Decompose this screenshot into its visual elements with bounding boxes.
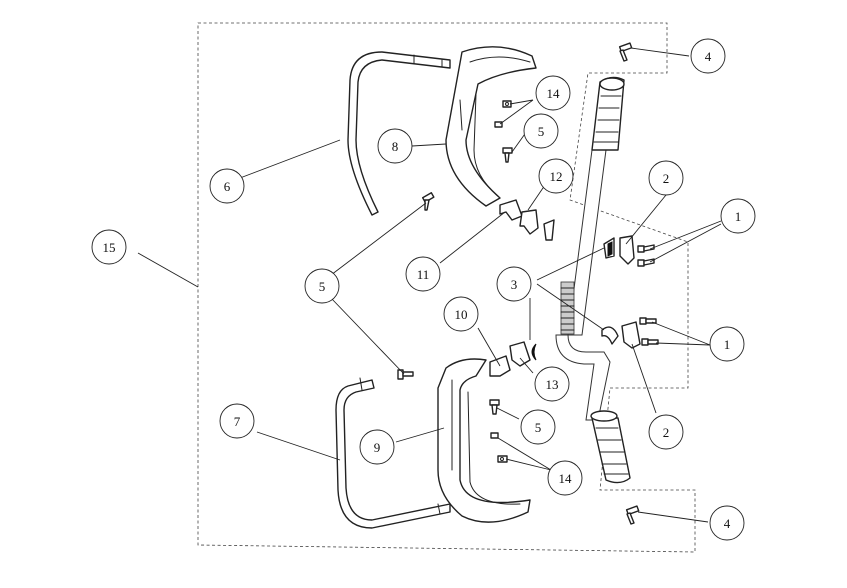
callout-label: 5 bbox=[535, 420, 542, 435]
callout-label: 14 bbox=[559, 471, 573, 486]
callout-label: 12 bbox=[550, 169, 563, 184]
handlebar bbox=[555, 76, 631, 484]
nut-14-lower-b bbox=[497, 455, 508, 463]
callout-1-upper: 1 bbox=[720, 198, 756, 234]
callout-8: 8 bbox=[377, 128, 413, 164]
callout-label: 5 bbox=[538, 124, 545, 139]
screw-1-lower-b bbox=[641, 338, 659, 346]
clip-2-lower bbox=[621, 321, 641, 349]
nut-14-upper-a bbox=[502, 100, 512, 108]
callout-label: 9 bbox=[374, 440, 381, 455]
callout-label: 6 bbox=[224, 179, 231, 194]
callout-3: 3 bbox=[496, 266, 532, 302]
screw-1-lower-a bbox=[639, 317, 657, 325]
kit-boundary bbox=[197, 22, 696, 553]
clamp-13 bbox=[509, 341, 537, 367]
screw-1-upper-b bbox=[637, 258, 655, 267]
callout-6: 6 bbox=[209, 168, 245, 204]
lower-grip bbox=[590, 410, 631, 484]
callout-11: 11 bbox=[405, 256, 441, 292]
nut-14-lower-a bbox=[490, 432, 499, 439]
callout-14-upper: 14 bbox=[535, 75, 571, 111]
screw-5-upper-left bbox=[421, 192, 435, 211]
insert-3-upper bbox=[603, 237, 615, 259]
leader-lines bbox=[137, 47, 722, 523]
insert-3-lower bbox=[601, 326, 619, 345]
guard-bar-upper bbox=[347, 51, 451, 216]
bracket-11 bbox=[499, 199, 523, 221]
callout-15: 15 bbox=[91, 229, 127, 265]
upper-grip bbox=[591, 76, 625, 151]
callout-label: 15 bbox=[103, 240, 116, 255]
callout-2-upper: 2 bbox=[648, 160, 684, 196]
callout-5-lower-right: 5 bbox=[520, 409, 556, 445]
callout-12: 12 bbox=[538, 158, 574, 194]
callout-label: 11 bbox=[417, 267, 430, 282]
callout-5-left: 5 bbox=[304, 268, 340, 304]
screw-4-lower bbox=[625, 505, 640, 525]
callout-label: 7 bbox=[234, 414, 241, 429]
screw-1-upper-a bbox=[637, 244, 655, 253]
callout-9: 9 bbox=[359, 429, 395, 465]
callout-label: 3 bbox=[511, 277, 518, 292]
screw-5-lower-left bbox=[397, 369, 414, 380]
callout-label: 4 bbox=[724, 516, 731, 531]
callout-13: 13 bbox=[534, 366, 570, 402]
hand-guard-upper bbox=[445, 46, 537, 207]
callout-4-upper: 4 bbox=[690, 38, 726, 74]
callout-label: 13 bbox=[546, 377, 559, 392]
callout-label: 8 bbox=[392, 139, 399, 154]
screw-4-upper bbox=[618, 42, 633, 62]
nut-14-upper-b bbox=[494, 121, 503, 128]
screw-5-lower-right bbox=[489, 399, 500, 415]
callout-label: 10 bbox=[455, 307, 468, 322]
callout-label: 14 bbox=[547, 86, 561, 101]
callout-label: 1 bbox=[735, 209, 742, 224]
callout-label: 2 bbox=[663, 171, 670, 186]
callout-5-upper-right: 5 bbox=[523, 113, 559, 149]
callout-label: 2 bbox=[663, 425, 670, 440]
callout-4-lower: 4 bbox=[709, 505, 745, 541]
screw-5-upper-right bbox=[502, 147, 513, 163]
callout-2-lower: 2 bbox=[648, 414, 684, 450]
callout-7: 7 bbox=[219, 403, 255, 439]
clip-2-upper bbox=[619, 235, 635, 265]
handlebar-knurl bbox=[560, 281, 575, 335]
callout-14-lower: 14 bbox=[547, 460, 583, 496]
clamp-12 bbox=[519, 209, 555, 241]
callout-label: 1 bbox=[724, 337, 731, 352]
callout-label: 4 bbox=[705, 49, 712, 64]
callout-10: 10 bbox=[443, 296, 479, 332]
callout-label: 5 bbox=[319, 279, 326, 294]
callout-1-lower: 1 bbox=[709, 326, 745, 362]
hand-guard-lower bbox=[437, 358, 531, 523]
